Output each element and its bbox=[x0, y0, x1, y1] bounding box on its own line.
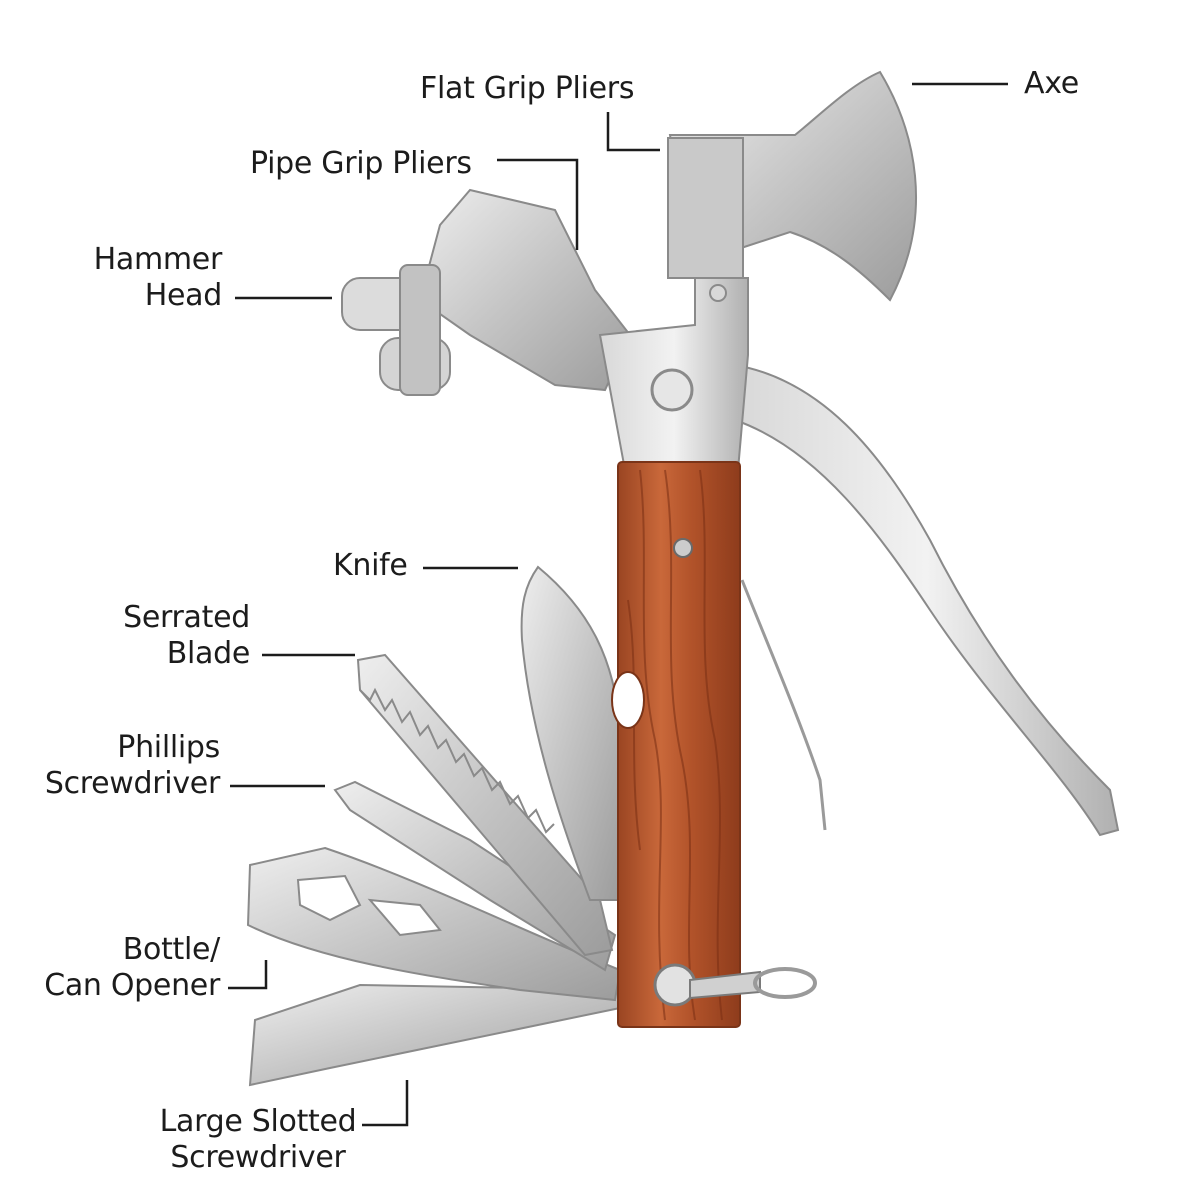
label-hammer-head: Hammer Head bbox=[60, 242, 223, 314]
leader-pipe-grip-pliers bbox=[497, 158, 579, 250]
spring-wire bbox=[740, 579, 827, 831]
leader-large-slotted-screwdriver bbox=[362, 1080, 409, 1127]
label-serrated-blade-line2: Blade bbox=[166, 636, 251, 671]
label-serrated-blade-line1: Serrated bbox=[123, 600, 250, 635]
label-bottle-can-opener-line1: Bottle/ bbox=[122, 932, 221, 967]
label-bottle-can-opener: Bottle/ Can Opener bbox=[30, 932, 220, 1004]
label-pipe-grip-pliers: Pipe Grip Pliers bbox=[250, 146, 472, 181]
label-phillips-screwdriver: Phillips Screwdriver bbox=[30, 730, 220, 802]
phillips-screwdriver-tool bbox=[333, 780, 617, 972]
hammer-body bbox=[418, 188, 632, 392]
keyring bbox=[753, 967, 817, 999]
label-large-slotted-screwdriver-line2: Screwdriver bbox=[170, 1140, 346, 1175]
label-phillips-screwdriver-line1: Phillips bbox=[117, 730, 220, 765]
label-large-slotted-screwdriver: Large Slotted Screwdriver bbox=[148, 1104, 368, 1176]
label-knife: Knife bbox=[333, 548, 408, 583]
pliers-handle bbox=[734, 363, 1120, 837]
label-phillips-screwdriver-line2: Screwdriver bbox=[44, 766, 220, 801]
handle-cutout bbox=[611, 671, 645, 729]
label-hammer-head-line1: Hammer bbox=[93, 242, 223, 277]
label-serrated-blade: Serrated Blade bbox=[90, 600, 250, 672]
leader-lines bbox=[228, 82, 1008, 1127]
leader-flat-grip-pliers bbox=[606, 112, 660, 152]
label-large-slotted-screwdriver-line1: Large Slotted bbox=[159, 1104, 357, 1139]
serrated-edge bbox=[359, 687, 555, 834]
label-axe: Axe bbox=[1024, 66, 1079, 101]
pivot-rivet bbox=[650, 368, 694, 412]
label-flat-grip-pliers: Flat Grip Pliers bbox=[420, 71, 635, 106]
hammer-striking-face bbox=[341, 264, 451, 396]
label-bottle-can-opener-line2: Can Opener bbox=[44, 968, 220, 1003]
leader-bottle-opener bbox=[228, 960, 268, 990]
file-screwdriver-tool bbox=[248, 983, 627, 1087]
flat-grip-pliers-jaw bbox=[667, 137, 744, 279]
knife-blade bbox=[520, 565, 622, 901]
label-hammer-head-line2: Head bbox=[144, 278, 223, 313]
